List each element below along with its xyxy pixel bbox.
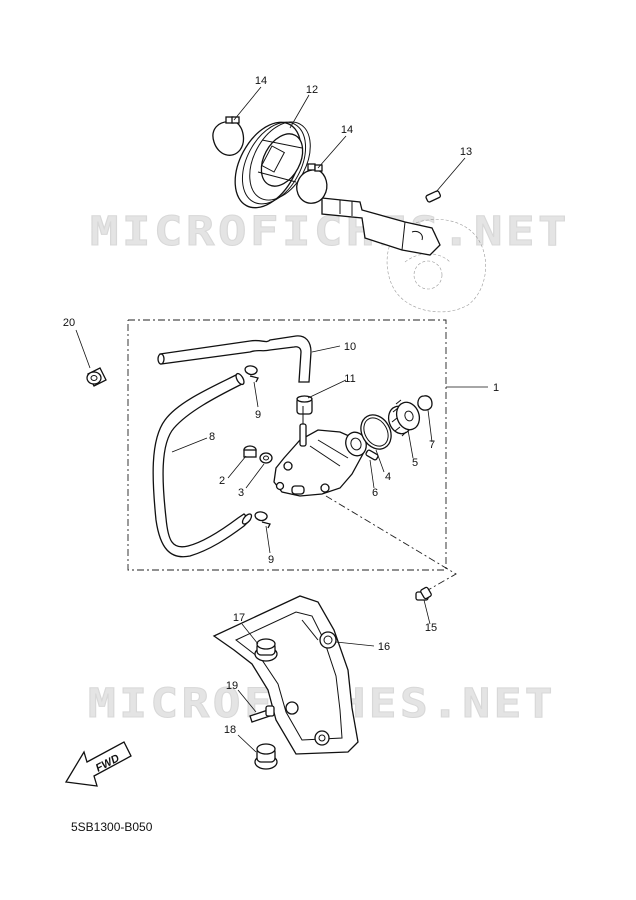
callout-5: 5: [412, 457, 418, 469]
oil-pump-body: [273, 406, 367, 497]
hose-part-10: [157, 335, 312, 383]
circlip-part-14-right: [296, 163, 328, 204]
bolt-part-19: [249, 705, 275, 723]
watermark-top: MICROFICHES.NET: [90, 209, 570, 255]
callout-16: 16: [378, 641, 390, 653]
callout-9-bottom: 9: [268, 554, 274, 566]
callout-13: 13: [460, 146, 472, 158]
callout-18: 18: [224, 724, 236, 736]
hose-clip-part-9-bottom: [254, 511, 271, 529]
callout-6: 6: [372, 487, 378, 499]
callout-8: 8: [209, 431, 215, 443]
washer-part-3: [259, 452, 273, 464]
callout-14-top: 14: [255, 75, 267, 87]
callout-15: 15: [425, 622, 437, 634]
shaft-part: [321, 197, 441, 256]
callout-14-right: 14: [341, 124, 353, 136]
centerline-bolt-15: [325, 495, 457, 591]
screw-part-2: [243, 445, 257, 458]
callout-12: 12: [306, 84, 318, 96]
circlip-part-14-left: [212, 116, 245, 156]
callout-2: 2: [219, 475, 225, 487]
leader-lines: [75, 86, 466, 753]
callout-9-top: 9: [255, 409, 261, 421]
pin-part-6: [365, 449, 379, 461]
callout-1: 1: [493, 382, 499, 394]
hose-part-8: [152, 372, 253, 558]
pin-part-13: [425, 190, 442, 203]
callout-7: 7: [429, 439, 435, 451]
bolt-part-15: [415, 586, 432, 601]
callout-11: 11: [344, 373, 355, 385]
callout-20: 20: [63, 317, 75, 329]
assembly-frame-1: [127, 319, 488, 571]
callout-10: 10: [344, 341, 356, 353]
cover-part-16: [212, 595, 359, 755]
grommet-part-17: [254, 638, 278, 662]
grommet-part-18: [254, 743, 278, 770]
callout-4: 4: [385, 471, 391, 483]
fitting-part-20: [86, 367, 107, 387]
callout-3: 3: [238, 487, 244, 499]
callout-19: 19: [226, 680, 238, 692]
hose-clip-part-9-top: [244, 365, 259, 383]
gear-part-5: [387, 399, 421, 437]
o-ring-part-4: [360, 414, 392, 450]
circlip-part-7: [417, 395, 433, 411]
callout-17: 17: [233, 612, 245, 624]
fwd-arrow-icon: [64, 741, 132, 787]
diagram-code: 5SB1300-B050: [71, 820, 153, 834]
pulley-part-12: [234, 121, 311, 209]
sleeve-part-11: [296, 395, 313, 415]
